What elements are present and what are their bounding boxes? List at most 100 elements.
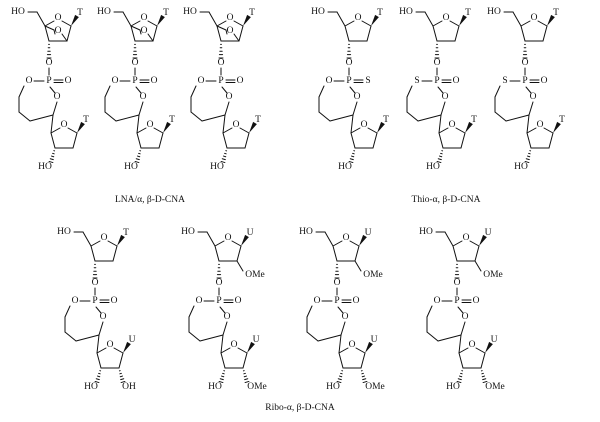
bond	[136, 155, 141, 158]
bond	[354, 260, 362, 272]
bond	[201, 114, 226, 122]
linker-oxygen: O	[522, 58, 529, 68]
bond	[306, 305, 313, 318]
wedge-bond	[459, 14, 467, 26]
hydroxyl-label: HO	[311, 7, 325, 17]
ring-oxygen: O	[463, 233, 470, 243]
bond	[113, 347, 124, 354]
wedge-bond	[157, 14, 165, 26]
caption-lna: LNA/α, β-D-CNA	[115, 195, 185, 205]
ring-sulfur: S	[502, 76, 507, 86]
bond	[96, 334, 100, 354]
bond	[95, 378, 100, 381]
bond	[344, 20, 355, 27]
bond	[221, 158, 226, 161]
bond	[98, 321, 104, 336]
hydroxyl-label: HO	[57, 227, 71, 237]
bond	[50, 114, 54, 134]
bond	[36, 11, 46, 27]
caption-thio: Thio-α, β-D-CNA	[412, 195, 481, 205]
ring-oxygen: O	[107, 340, 114, 350]
bond	[18, 85, 25, 98]
bond	[350, 114, 354, 134]
bond	[458, 375, 463, 378]
nucleobase-label: T	[83, 115, 89, 125]
bond	[104, 85, 111, 98]
wedge-bond	[123, 341, 131, 353]
bond	[112, 245, 118, 262]
nucleobase-label: T	[377, 8, 383, 18]
phosphoryl-oxygen: O	[65, 76, 72, 86]
ring-oxygen: O	[141, 13, 148, 23]
bond	[352, 101, 358, 116]
bond	[528, 101, 534, 116]
bond	[406, 111, 419, 122]
hydroxyl-label: HO	[514, 162, 528, 172]
bond	[318, 111, 331, 122]
phosphorus: P	[92, 296, 97, 306]
nucleobase-label: T	[123, 228, 129, 238]
bond	[436, 160, 442, 164]
bond	[336, 11, 346, 27]
ring-oxygen: O	[531, 13, 538, 23]
bond	[153, 127, 164, 134]
ring-oxygen: O	[54, 92, 61, 102]
bond	[61, 33, 68, 42]
ring-oxygen: O	[462, 312, 469, 322]
bond	[318, 85, 325, 98]
bond	[505, 114, 530, 122]
hydroxyl-label: HO	[426, 162, 440, 172]
bond	[72, 132, 78, 149]
bond	[306, 331, 319, 342]
phosphoryl-oxygen: O	[237, 76, 244, 86]
bond	[222, 127, 233, 134]
bond	[44, 20, 55, 27]
phosphorus: P	[454, 296, 459, 306]
bond	[119, 375, 124, 378]
bond	[424, 11, 434, 27]
bond	[350, 127, 361, 134]
bond	[332, 240, 343, 247]
ring-oxygen: O	[314, 296, 321, 306]
hydroxyl-label: HO	[38, 162, 52, 172]
wedge-bond	[553, 121, 561, 133]
bond	[317, 334, 342, 342]
bond	[338, 352, 344, 369]
linker-oxygen: O	[334, 278, 341, 288]
linker-oxygen: O	[216, 278, 223, 288]
bond	[218, 380, 224, 384]
bond	[219, 306, 226, 314]
bond	[130, 25, 136, 42]
wedge-bond	[465, 121, 473, 133]
ring-oxygen: O	[354, 92, 361, 102]
wedge-bond	[371, 14, 379, 26]
bond	[50, 155, 55, 158]
methoxy-label: OMe	[245, 270, 265, 280]
phosphoryl-oxygen: O	[473, 296, 480, 306]
bond	[338, 334, 342, 354]
ring-oxygen: O	[537, 120, 544, 130]
bond	[48, 160, 54, 164]
bond	[90, 240, 101, 247]
nucleobase-label: T	[77, 8, 83, 18]
bond	[82, 231, 92, 247]
bond	[354, 245, 360, 262]
nucleobase-label: T	[249, 8, 255, 18]
bond	[244, 380, 250, 384]
bond	[457, 306, 464, 314]
wedge-bond	[359, 234, 367, 246]
wedge-bond	[77, 121, 85, 133]
bond	[417, 114, 442, 122]
nucleobase-label: T	[383, 115, 389, 125]
hydroxyl-label: HO	[487, 7, 501, 17]
phosphoryl-oxygen: O	[235, 296, 242, 306]
bond	[438, 132, 444, 149]
bond	[438, 155, 443, 158]
bond	[481, 375, 486, 378]
bond	[188, 331, 201, 342]
bond	[469, 240, 480, 247]
nucleobase-label: T	[465, 8, 471, 18]
hydroxyl-label: HO	[208, 382, 222, 392]
